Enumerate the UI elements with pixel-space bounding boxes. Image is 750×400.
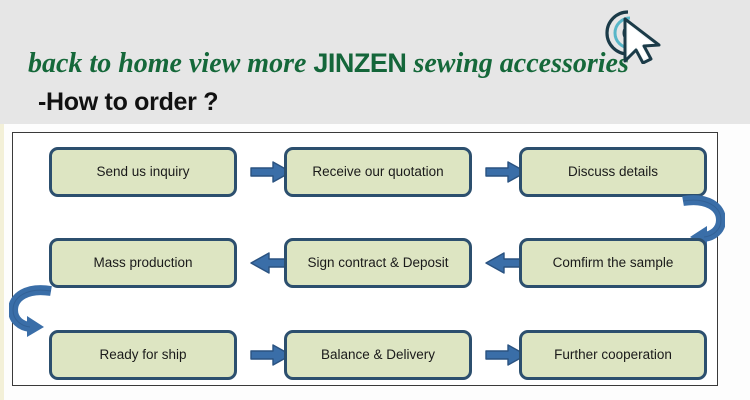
flow-step-ready-for-ship[interactable]: Ready for ship xyxy=(49,330,237,380)
flow-step-sign-contract-and-deposit[interactable]: Sign contract & Deposit xyxy=(284,238,472,288)
flow-step-mass-production[interactable]: Mass production xyxy=(49,238,237,288)
flow-step-balance-and-delivery[interactable]: Balance & Delivery xyxy=(284,330,472,380)
page-header: back to home view more JINZEN sewing acc… xyxy=(0,0,750,124)
arrow-row3-step1-to-step2 xyxy=(249,344,293,366)
flow-step-receive-our-quotation[interactable]: Receive our quotation xyxy=(284,147,472,197)
arrow-row2-to-row3 xyxy=(7,285,57,337)
arrow-row1-step2-to-step3 xyxy=(484,161,528,183)
flow-step-discuss-details[interactable]: Discuss details xyxy=(519,147,707,197)
page-title: back to home view more JINZEN sewing acc… xyxy=(28,48,629,80)
flow-step-send-us-inquiry[interactable]: Send us inquiry xyxy=(49,147,237,197)
flow-step-further-cooperation[interactable]: Further cooperation xyxy=(519,330,707,380)
mouse-click-cursor-icon xyxy=(594,2,690,65)
page-title-suffix: sewing accessories xyxy=(406,48,629,79)
section-subtitle: -How to order ? xyxy=(38,88,219,116)
flow-step-comfirm-the-sample[interactable]: Comfirm the sample xyxy=(519,238,707,288)
arrow-row1-step1-to-step2 xyxy=(249,161,293,183)
page-title-prefix: back to home view more xyxy=(28,48,314,79)
flowchart-panel: Send us inquiry Receive our quotation Di… xyxy=(7,132,727,386)
brand-name-jinzen: JINZEN xyxy=(313,48,407,78)
arrow-row3-step2-to-step3 xyxy=(484,344,528,366)
panel-left-edge-strip xyxy=(0,124,4,400)
